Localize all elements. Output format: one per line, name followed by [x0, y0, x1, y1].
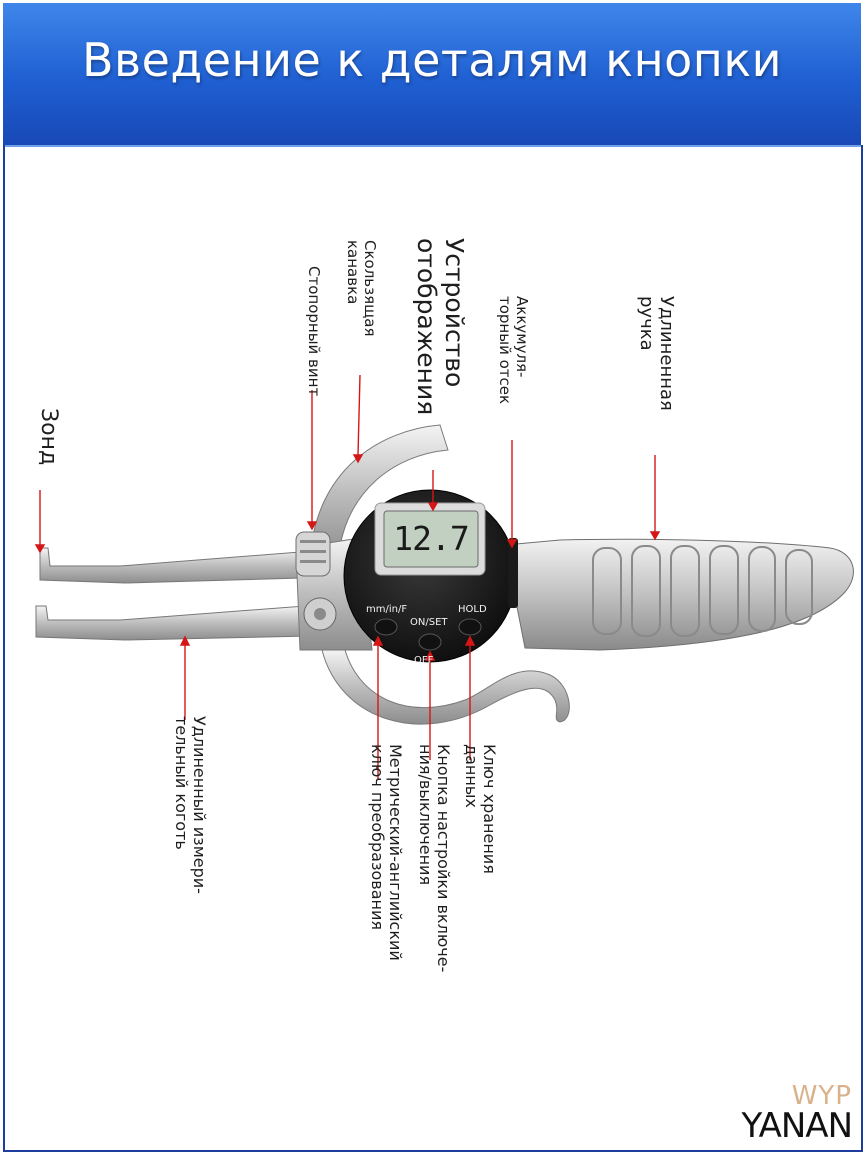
label-unit-key: Метрический-английский ключ преобразован… [368, 744, 405, 961]
arc-guide-top [309, 424, 449, 561]
hold-button [458, 618, 482, 636]
watermark-bottom: YANAN [741, 1106, 853, 1146]
lower-jaw [35, 605, 311, 641]
label-probe: Зонд [36, 408, 61, 466]
label-jaw: Удлиненный измери- тельный коготь [172, 716, 209, 894]
content-frame [3, 145, 863, 1152]
upper-jaw [39, 547, 303, 584]
hold-button-label: HOLD [458, 604, 487, 615]
label-hold-key: Ключ хранения данных [462, 744, 499, 874]
label-display-device: Устройство отображения [412, 238, 469, 416]
label-battery: Аккумуля- торный отсек [496, 296, 531, 405]
watermark-top: WYP [791, 1081, 852, 1111]
lcd-reading: 12.7 [393, 519, 469, 558]
extended-handle [504, 538, 854, 651]
label-onoff-key: Кнопка настройки включе- ния/выключения [416, 744, 453, 973]
label-lock-screw: Стопорный винт [305, 266, 323, 397]
battery-compartment [508, 538, 518, 608]
lock-screw [295, 531, 331, 577]
unit-button [374, 618, 398, 636]
arc-guide-bottom [321, 649, 570, 725]
header-banner: Введение к деталям кнопки [3, 3, 861, 147]
onset-button-label: ON/SET [410, 617, 448, 628]
label-handle: Удлиненная ручка [635, 296, 677, 411]
unit-button-label: mm/in/F [366, 604, 408, 615]
watermark: WYP YANAN [741, 1081, 853, 1146]
handle-grip-ribs [592, 545, 813, 637]
onset-button [418, 633, 442, 651]
off-button-label: OFF [414, 655, 434, 666]
pointer-lines [34, 374, 661, 780]
label-sliding-groove: Скользящая канавка [344, 240, 379, 337]
lcd-screen [383, 510, 479, 568]
page-title: Введение к деталям кнопки [81, 33, 783, 87]
